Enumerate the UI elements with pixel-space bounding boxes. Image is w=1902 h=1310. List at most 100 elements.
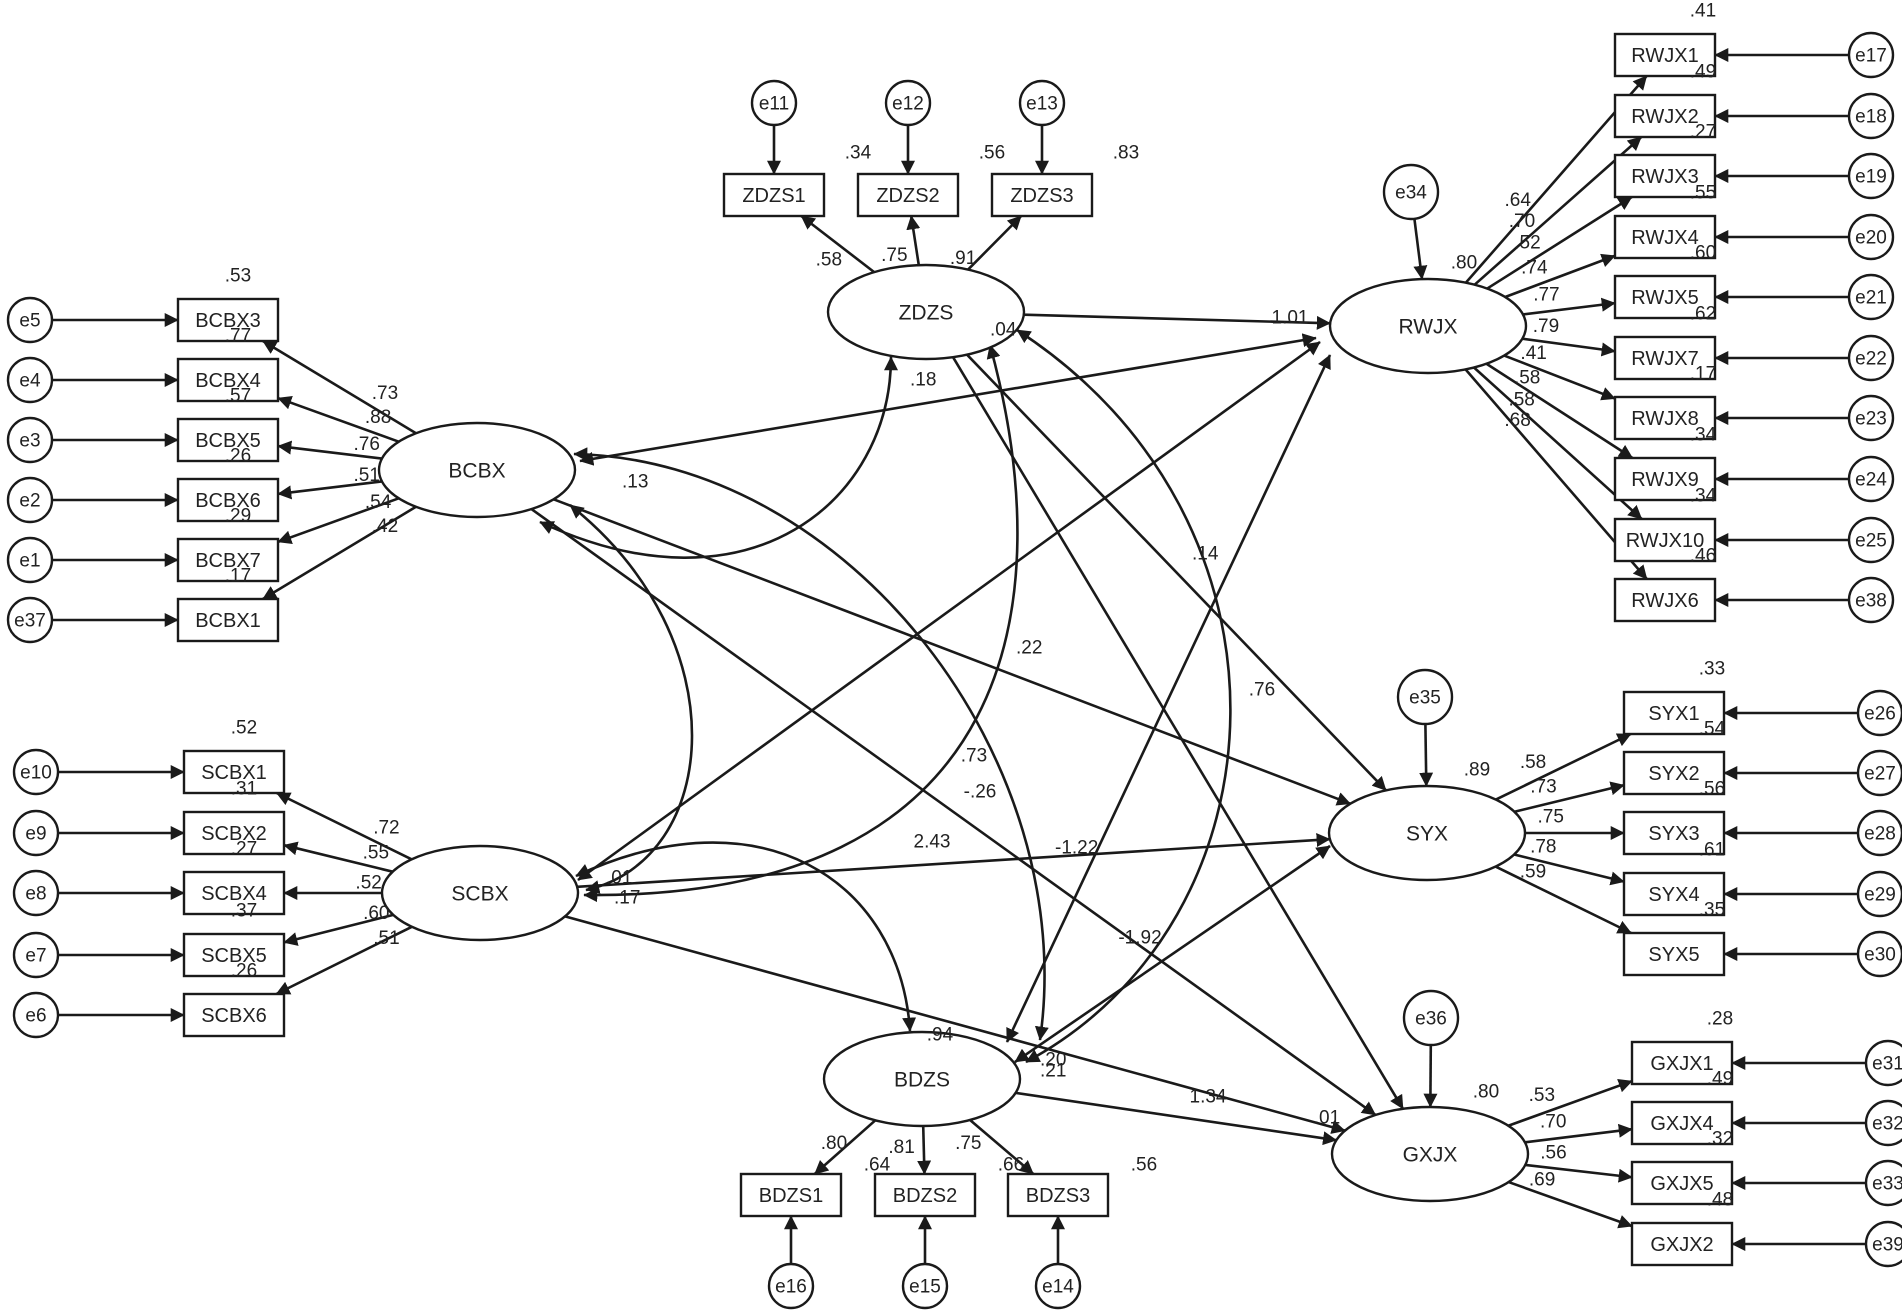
loading-path-rwjx10 [1473, 366, 1643, 520]
indicator-label-rwjx10: RWJX10 [1626, 530, 1705, 552]
error-e29 [1856, 870, 1902, 918]
disturbance-path-e35 [1419, 723, 1434, 787]
indicator-scbx5 [182, 932, 286, 978]
error-label-e25: e25 [1855, 531, 1887, 552]
covariance-bdzs-syx [1014, 844, 1331, 1064]
indicator-label-bdzs2: BDZS2 [893, 1185, 957, 1207]
indicator-label-bcbx7: BCBX7 [195, 550, 261, 572]
loading-path-bcbx1 [262, 505, 417, 601]
loading-scbx1: .72 [373, 818, 399, 839]
error-e28 [1856, 809, 1902, 857]
indicator-label-syx1: SYX1 [1648, 703, 1699, 725]
loading-path-zdzs1 [800, 214, 875, 274]
error-label-e8: e8 [25, 884, 46, 905]
loading-syx4: .78 [1530, 837, 1556, 858]
indicator-label-scbx5: SCBX5 [201, 945, 267, 967]
error-label-e16: e16 [775, 1277, 807, 1298]
error-label-e18: e18 [1855, 107, 1887, 128]
covariance-bcbx-scbx-label: .01 [606, 868, 632, 889]
loading-bdzs3: .75 [955, 1133, 981, 1154]
loading-scbx4: .52 [355, 873, 381, 894]
loading-rwjx10: .58 [1508, 389, 1534, 410]
loading-path-scbx1 [276, 791, 413, 861]
error-e1 [6, 536, 54, 584]
indicator-label-syx5: SYX5 [1648, 944, 1699, 966]
loading-bdzs2: .81 [888, 1137, 914, 1158]
error-e38 [1847, 576, 1895, 624]
path-coef-scbx-gxjx: 1.34 [1190, 1087, 1227, 1108]
loading-path-syx4 [1513, 853, 1625, 886]
r2-bdzs1: .64 [864, 1155, 891, 1176]
indicator-label-rwjx4: RWJX4 [1631, 227, 1698, 249]
r2-gxjx: .80 [1473, 1082, 1499, 1103]
indicator-label-scbx4: SCBX4 [201, 883, 267, 905]
error-label-e4: e4 [19, 371, 41, 392]
indicator-label-rwjx5: RWJX5 [1631, 287, 1698, 309]
indicator-label-gxjx1: GXJX1 [1650, 1053, 1713, 1075]
loading-zdzs1: .58 [816, 250, 842, 271]
indicator-label-bcbx1: BCBX1 [195, 610, 261, 632]
indicator-rwjx8 [1613, 395, 1717, 441]
indicator-rwjx5 [1613, 274, 1717, 320]
r2-zdzs3: .83 [1113, 143, 1139, 164]
indicator-bdzs1 [739, 1172, 843, 1218]
indicator-scbx2 [182, 810, 286, 856]
disturbance-label-e35: e35 [1409, 688, 1441, 709]
indicator-zdzs2 [856, 172, 960, 218]
indicator-syx2 [1622, 750, 1726, 796]
indicator-gxjx5 [1630, 1160, 1734, 1206]
indicator-label-gxjx4: GXJX4 [1650, 1113, 1713, 1135]
loading-path-bcbx3 [262, 339, 417, 435]
indicator-gxjx4 [1630, 1100, 1734, 1146]
path-coef-scbx-syx: 2.43 [914, 832, 951, 853]
loading-bcbx4: .88 [365, 407, 391, 428]
indicator-bcbx3 [176, 297, 280, 343]
indicator-label-scbx1: SCBX1 [201, 762, 267, 784]
loading-path-bcbx6 [277, 480, 383, 500]
r2-syx1: .33 [1699, 659, 1725, 680]
indicator-rwjx9 [1613, 456, 1717, 502]
indicator-label-rwjx9: RWJX9 [1631, 469, 1698, 491]
r2-scbx1: .52 [231, 718, 257, 739]
error-e11 [750, 79, 798, 127]
loading-syx5: .59 [1520, 861, 1546, 882]
disturbance-path-e34 [1413, 218, 1428, 280]
path-zdzs-gxjx [951, 356, 1405, 1110]
indicator-label-bcbx3: BCBX3 [195, 310, 261, 332]
r2-rwjx9: .34 [1690, 425, 1717, 446]
indicator-label-rwjx1: RWJX1 [1631, 45, 1698, 67]
error-label-e28: e28 [1864, 824, 1896, 845]
error-e14 [1034, 1262, 1082, 1310]
error-e39 [1864, 1220, 1902, 1268]
loading-gxjx4: .70 [1540, 1112, 1566, 1133]
path-zdzs-rwjx [1023, 313, 1331, 330]
covariance-zdzs-scbx-label: .22 [1016, 638, 1042, 659]
error-e25 [1847, 516, 1895, 564]
loading-syx3: .75 [1537, 807, 1563, 828]
loading-path-scbx6 [275, 925, 413, 996]
covariance-zdzs-bdzs-label: .14 [1192, 544, 1219, 565]
error-label-e22: e22 [1855, 349, 1887, 370]
indicator-label-zdzs3: ZDZS3 [1010, 185, 1073, 207]
loading-path-syx2 [1514, 781, 1625, 814]
path-coef-bcbx-gxjx: -1.92 [1118, 928, 1161, 949]
r2-rwjx1: .41 [1690, 1, 1716, 22]
covariance-bcbx-zdzs-label: .18 [910, 370, 936, 391]
disturbance-e36 [1402, 989, 1460, 1047]
r2-bcbx3: .53 [225, 266, 251, 287]
path-bdzs-gxjx [1015, 1091, 1338, 1146]
loading-bdzs1: .80 [821, 1133, 847, 1154]
indicator-bcbx7 [176, 537, 280, 583]
r2-bcbx5: .57 [225, 386, 251, 407]
r2-scbx2: .31 [231, 779, 257, 800]
r2-scbx4: .27 [231, 839, 257, 860]
latent-bdzs [822, 1030, 1022, 1128]
indicator-scbx1 [182, 749, 286, 795]
loading-syx1: .58 [1520, 752, 1546, 773]
error-e5 [6, 296, 54, 344]
indicator-label-gxjx2: GXJX2 [1650, 1234, 1713, 1256]
latent-rwjx [1328, 277, 1528, 375]
path-coef-bdzs-gxjx: .01 [1314, 1108, 1340, 1129]
indicator-label-zdzs2: ZDZS2 [876, 185, 939, 207]
loading-path-bdzs2 [917, 1125, 932, 1175]
